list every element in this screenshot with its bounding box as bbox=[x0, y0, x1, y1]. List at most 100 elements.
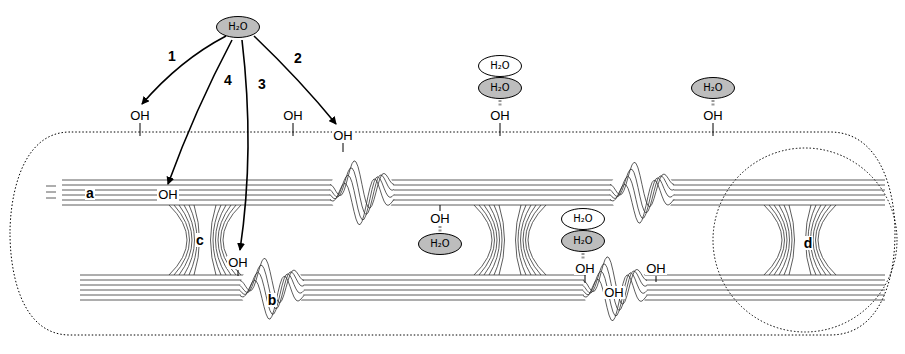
tube-line bbox=[80, 280, 885, 281]
tube-lines bbox=[46, 180, 885, 300]
water-molecule: H₂O bbox=[691, 77, 735, 99]
tube-line bbox=[46, 186, 56, 187]
arrow bbox=[254, 36, 336, 124]
tube-crossing bbox=[528, 205, 546, 275]
tube-line bbox=[80, 290, 885, 291]
water-molecule: H₂O bbox=[561, 208, 605, 230]
molecule-formula: H₂O bbox=[703, 83, 722, 93]
hydroxyl-group: OH bbox=[603, 286, 625, 299]
molecule-formula: H₂O bbox=[228, 22, 247, 32]
twist-ground bbox=[330, 160, 394, 224]
molecule-formula: H₂O bbox=[490, 61, 509, 71]
bundle-outline bbox=[10, 132, 895, 335]
arrow bbox=[142, 36, 226, 104]
hydroxyl-group: OH bbox=[702, 109, 724, 122]
hydroxyl-group: OH bbox=[157, 188, 179, 201]
arrow bbox=[240, 40, 248, 250]
tube-line bbox=[46, 198, 56, 199]
hydroxyl-group: OH bbox=[129, 109, 151, 122]
tube-crossing bbox=[764, 205, 782, 275]
part-letter: c bbox=[195, 233, 205, 247]
water-molecule: H₂O bbox=[478, 77, 522, 99]
tube-twists bbox=[169, 160, 836, 321]
water-molecule: H₂O bbox=[418, 233, 462, 255]
tube-line bbox=[62, 195, 885, 196]
tube-twist bbox=[240, 272, 304, 314]
callout-number: 3 bbox=[257, 77, 267, 91]
tube-crossing bbox=[523, 205, 536, 275]
tube-crossing bbox=[484, 205, 497, 275]
hydroxyl-group: OH bbox=[227, 256, 249, 269]
tube-twist bbox=[610, 180, 674, 223]
part-letter: b bbox=[267, 293, 278, 307]
hydroxyl-group: OH bbox=[282, 109, 304, 122]
arrow bbox=[168, 40, 232, 184]
part-letter: d bbox=[803, 236, 814, 250]
water-molecule: H₂O bbox=[216, 16, 260, 38]
tube-crossing bbox=[774, 205, 787, 275]
tube-twist bbox=[610, 162, 674, 206]
molecule-ellipse bbox=[562, 209, 605, 230]
hydroxyl-group: OH bbox=[332, 129, 354, 142]
callout-number: 2 bbox=[293, 51, 303, 65]
tube-line bbox=[62, 180, 885, 181]
molecule-formula: H₂O bbox=[573, 214, 592, 224]
molecule-ellipse bbox=[562, 231, 605, 252]
tube-line bbox=[46, 192, 56, 193]
tube-line bbox=[80, 295, 885, 296]
tube-line bbox=[62, 185, 885, 186]
tube-crossing bbox=[526, 205, 542, 275]
oh-bonds bbox=[140, 123, 713, 283]
water-molecule: H₂O bbox=[478, 55, 522, 77]
molecule-ellipse bbox=[692, 78, 735, 99]
molecule-ellipse bbox=[419, 234, 462, 255]
molecule-formula: H₂O bbox=[573, 236, 592, 246]
tube-crossing bbox=[213, 205, 221, 275]
hydroxyl-group: OH bbox=[489, 109, 511, 122]
callout-number: 1 bbox=[167, 49, 177, 63]
tube-crossing bbox=[784, 205, 792, 275]
part-letter: a bbox=[85, 186, 95, 200]
tube-crossing bbox=[499, 205, 505, 275]
tube-crossing bbox=[813, 205, 826, 275]
hydroxyl-group: OH bbox=[645, 262, 667, 275]
arrows bbox=[142, 36, 336, 250]
molecule-ellipse bbox=[479, 78, 522, 99]
tube-line bbox=[80, 285, 885, 286]
tube-crossing bbox=[474, 205, 492, 275]
molecule-formula: H₂O bbox=[490, 83, 509, 93]
tube-crossing bbox=[169, 205, 187, 275]
tube-line bbox=[80, 300, 885, 301]
callout-number: 4 bbox=[223, 73, 233, 87]
molecule-ellipse bbox=[217, 17, 260, 38]
hydrogen-bonds bbox=[440, 100, 713, 260]
tube-crossing bbox=[516, 205, 522, 275]
molecule-ellipse bbox=[479, 56, 522, 77]
tube-twist bbox=[330, 179, 394, 225]
tube-crossing bbox=[179, 205, 192, 275]
tube-crossing bbox=[174, 205, 190, 275]
tube-twist bbox=[610, 176, 674, 218]
molecule-formula: H₂O bbox=[430, 239, 449, 249]
water-molecule: H₂O bbox=[561, 230, 605, 252]
tube-twist bbox=[240, 276, 304, 319]
tube-crossing bbox=[479, 205, 495, 275]
tube-crossing bbox=[769, 205, 785, 275]
hydroxyl-group: OH bbox=[574, 262, 596, 275]
tube-line bbox=[62, 190, 885, 191]
tube-crossing bbox=[818, 205, 836, 275]
tube-line bbox=[62, 200, 885, 201]
tube-crossing bbox=[494, 205, 502, 275]
tube-crossing bbox=[211, 205, 217, 275]
tube-twist bbox=[330, 175, 394, 220]
hydroxyl-group: OH bbox=[429, 212, 451, 225]
tube-crossing bbox=[518, 205, 526, 275]
tube-line bbox=[62, 205, 885, 206]
tube-twist bbox=[583, 275, 647, 321]
tube-crossing bbox=[789, 205, 795, 275]
zoom-circle bbox=[713, 148, 897, 332]
tube-crossing bbox=[816, 205, 832, 275]
tube-twist bbox=[583, 271, 647, 316]
